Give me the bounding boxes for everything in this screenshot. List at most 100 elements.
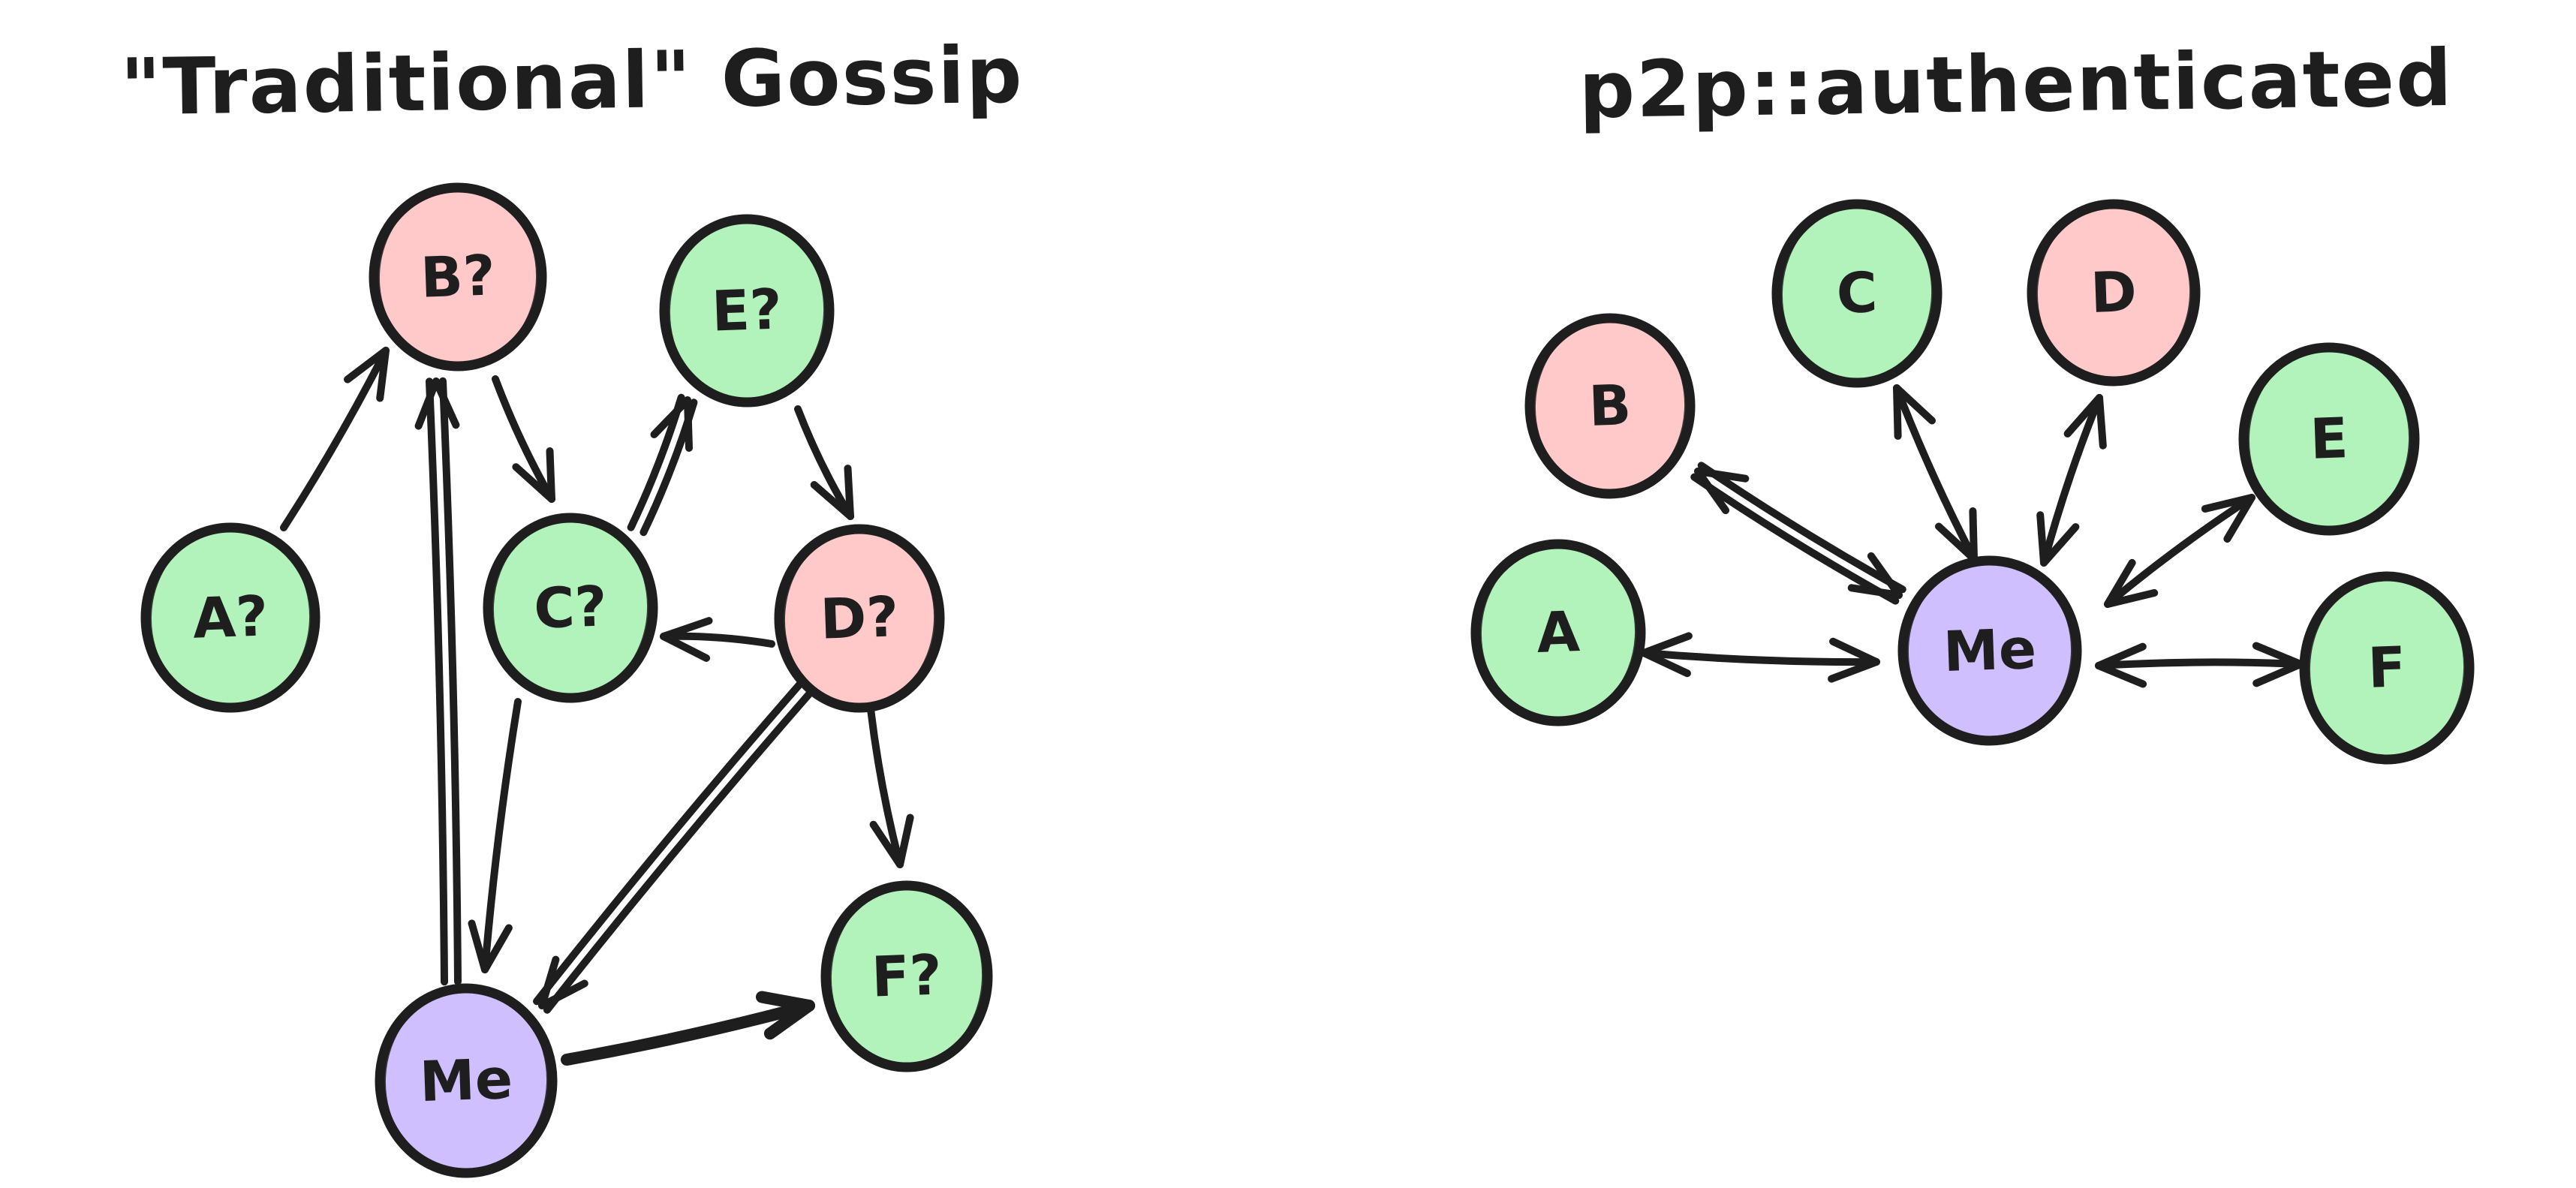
node-traditional-gossip-B: B? [369, 182, 547, 371]
arrow-shaft [492, 375, 555, 503]
arrow-B-to-C [492, 375, 555, 503]
arrowhead [1694, 468, 1750, 515]
arrow-C-to-Me [468, 698, 522, 973]
node-p2p-authenticated-B: B [1524, 313, 1696, 499]
node-circle-sketch [2305, 573, 2469, 763]
arrow-B-Me [1690, 462, 1906, 605]
arrow-F-Me [2095, 642, 2304, 688]
arrow-shaft [2104, 494, 2256, 608]
arrowhead [1935, 507, 1978, 563]
arrowhead [344, 347, 390, 402]
node-p2p-authenticated-E: E [2238, 342, 2420, 536]
arrowhead [2252, 642, 2304, 687]
arrowhead [1828, 637, 1880, 683]
node-traditional-gossip-E: E? [659, 214, 835, 408]
node-circle-sketch [2033, 200, 2195, 385]
node-circle-sketch [780, 525, 939, 711]
arrow-shaft [426, 377, 449, 986]
arrow-D-to-Me [533, 681, 814, 1014]
arrow-shaft [2095, 658, 2304, 669]
node-circle-sketch [2244, 344, 2414, 534]
arrowhead [1640, 632, 1693, 678]
node-p2p-authenticated-D: D [2027, 199, 2201, 386]
node-circle-sketch [665, 215, 829, 406]
arrow-shaft [533, 681, 804, 1006]
arrowhead [810, 465, 854, 520]
node-circle-sketch [1530, 314, 1690, 498]
arrowhead [538, 955, 588, 1009]
node-label-E: E [2309, 406, 2349, 472]
arrow-E-to-D [794, 405, 854, 520]
node-p2p-authenticated-C: C [1771, 199, 1943, 388]
node-label-B: B? [420, 243, 496, 310]
arrowhead [869, 814, 914, 868]
node-circle-sketch [146, 524, 314, 711]
arrowhead [1893, 384, 1936, 440]
arrowhead [512, 447, 555, 503]
node-circle-sketch [1903, 557, 2076, 744]
node-traditional-gossip-A: A? [140, 522, 320, 713]
node-label-B: B [1587, 373, 1632, 439]
node-circle-sketch [1777, 200, 1937, 386]
arrow-C-Me [1893, 384, 1978, 563]
arrow-shaft [481, 698, 522, 973]
arrow-Me-to-F [561, 991, 815, 1066]
arrow-Me-to-B [414, 377, 462, 986]
arrow-D-to-F [867, 705, 914, 868]
arrowhead [756, 991, 815, 1040]
arrow-shaft [1697, 462, 1906, 594]
arrow-shaft [794, 405, 854, 520]
node-circle-sketch [375, 184, 541, 370]
arrow-shaft [438, 377, 462, 985]
arrowhead [2095, 642, 2147, 688]
arrowhead [2104, 558, 2159, 608]
arrow-shaft [1893, 384, 1978, 563]
node-circle-sketch [826, 882, 987, 1071]
arrow-D-Me [2036, 394, 2107, 567]
arrowhead [468, 919, 513, 973]
arrowhead [660, 617, 713, 662]
node-p2p-authenticated-F: F [2299, 571, 2475, 765]
arrow-shaft [867, 705, 904, 868]
arrow-D-to-C [660, 617, 775, 662]
arrow-shaft [1690, 473, 1900, 605]
arrowhead [1847, 552, 1903, 599]
node-label-C: C? [533, 574, 608, 641]
node-circle-sketch [381, 985, 552, 1177]
node-traditional-gossip-D: D? [774, 524, 945, 713]
node-label-D: D? [819, 585, 899, 652]
diagram-title-p2p-authenticated: p2p::authenticated [1578, 32, 2454, 136]
node-p2p-authenticated-A: A [1470, 539, 1646, 726]
node-label-C: C [1835, 260, 1878, 326]
arrow-shaft [561, 1000, 815, 1066]
arrow-A-to-B [280, 347, 390, 531]
arrowhead [650, 396, 693, 452]
node-p2p-authenticated-Me: Me [1897, 555, 2082, 746]
arrow-A-Me [1640, 632, 1880, 683]
diagram-title-traditional-gossip: "Traditional" Gossip [120, 29, 1025, 134]
node-circle-sketch [489, 514, 652, 702]
node-label-F: F? [871, 943, 943, 1009]
node-traditional-gossip-C: C? [483, 513, 658, 703]
node-traditional-gossip-F: F? [820, 880, 993, 1072]
arrow-shaft [2040, 394, 2103, 567]
node-label-Me: Me [419, 1047, 514, 1114]
arrowhead [2063, 394, 2107, 450]
node-label-Me: Me [1943, 617, 2038, 684]
node-label-D: D [2090, 260, 2138, 326]
arrowhead [414, 377, 460, 430]
node-label-A: A [1536, 600, 1581, 666]
arrow-C-to-E [627, 393, 698, 537]
node-label-F: F [2367, 635, 2407, 701]
arrow-shaft [280, 347, 390, 531]
node-traditional-gossip-Me: Me [375, 983, 558, 1178]
arrow-E-Me [2104, 494, 2256, 608]
arrow-shaft [543, 689, 814, 1014]
arrowhead [2036, 511, 2080, 567]
node-circle-sketch [1476, 540, 1640, 725]
arrowhead [2201, 494, 2256, 543]
